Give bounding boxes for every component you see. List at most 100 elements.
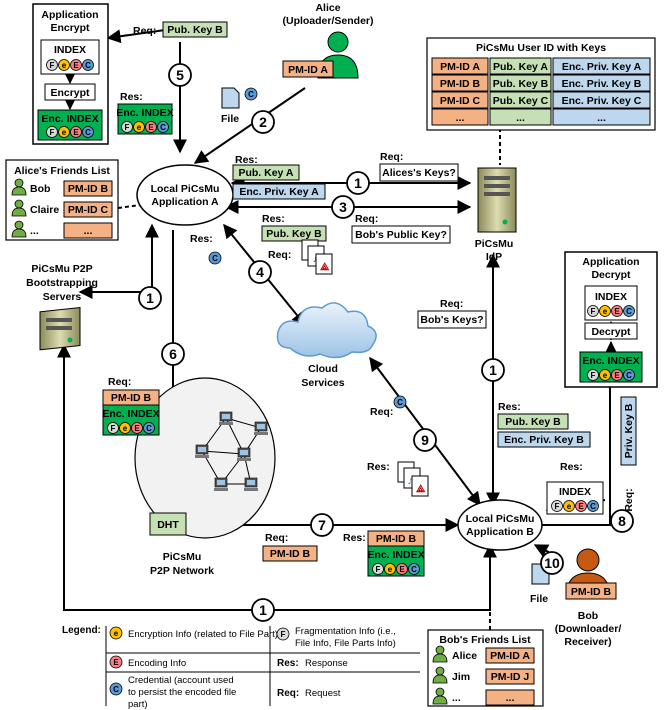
bootstrap-label-3: Servers — [43, 291, 82, 303]
svg-text:F: F — [591, 371, 596, 380]
person-icon — [432, 666, 448, 684]
file-icon-alice — [221, 87, 240, 109]
legend-e-text: Encryption Info (related to File Part) — [128, 629, 278, 640]
alices-keys: Alices's Keys? — [382, 167, 456, 179]
svg-text:2: 2 — [259, 114, 267, 130]
enc-index-5: Enc. INDEX — [116, 107, 173, 119]
app-encrypt-index: INDEX — [54, 44, 86, 56]
credential-icon: C — [143, 422, 155, 434]
idp-server-icon — [477, 167, 517, 233]
legend-c-text-2: to persist the encoded file — [128, 687, 236, 698]
svg-text:E: E — [614, 371, 620, 380]
bootstrap-label-2: Bootstrapping — [26, 277, 98, 289]
alices-keys-box — [379, 163, 459, 182]
pubkey-b-res-box — [497, 413, 569, 430]
user-table-cell: Enc. Priv. Key A — [562, 61, 642, 73]
svg-text:E: E — [614, 307, 620, 316]
fragmentation-info-icon: F — [587, 305, 599, 317]
app-decrypt-index: INDEX — [595, 291, 627, 303]
svg-text:1: 1 — [489, 362, 497, 378]
pmid-b-7-box — [262, 545, 318, 562]
user-table-cell: Enc. Priv. Key B — [562, 78, 642, 90]
credential-icon: C — [109, 682, 123, 696]
user-table-cell: ... — [516, 112, 525, 124]
cloud-services-icon — [276, 302, 377, 359]
fragmentation-info-icon: F — [121, 121, 133, 133]
p2p-computer-nodes — [195, 411, 268, 491]
legend-req-key: Req: — [277, 688, 299, 699]
svg-text:C: C — [626, 371, 632, 380]
credential-icon: C — [82, 126, 94, 138]
credential-icon: C — [587, 500, 599, 512]
bob-role-1: (Downloader/ — [555, 623, 622, 635]
encryption-info-icon: e — [58, 126, 70, 138]
friend-name: ... — [452, 692, 461, 704]
enc-priv-key-a-1: Enc. Priv. Key A — [239, 186, 319, 198]
fragmentation-info-icon: F — [587, 369, 599, 381]
encryption-info-icon: e — [599, 305, 611, 317]
svg-text:e: e — [567, 502, 572, 511]
svg-text:F: F — [281, 630, 286, 639]
friend-pmid: PM-ID J — [491, 671, 530, 683]
local-app-a-line2: Application A — [151, 196, 219, 208]
req-label-9: Req: — [370, 406, 393, 418]
pubkey-b-res: Pub. Key B — [505, 416, 561, 428]
req-label-3: Req: — [355, 213, 378, 225]
legend-c-text-3: part) — [128, 699, 148, 710]
svg-text:C: C — [626, 307, 632, 316]
user-table-cell: PM-ID B — [440, 78, 481, 90]
p2p-label-2: P2P Network — [150, 565, 214, 577]
bobs-keys: Bob's Keys? — [420, 314, 483, 326]
arrow-5-req — [106, 29, 166, 44]
person-icon — [11, 178, 27, 196]
encoding-info-icon: E — [109, 655, 123, 669]
svg-text:C: C — [212, 254, 218, 263]
pmid-b-7-res: PM-ID B — [376, 533, 417, 545]
friend-pmid: PM-ID C — [68, 204, 109, 216]
res-label-1a: Res: — [235, 154, 258, 166]
user-table-cell: PM-ID A — [440, 61, 480, 73]
computer-icon — [244, 477, 258, 491]
user-table-cell: Pub. Key A — [493, 61, 548, 73]
friend-pmid: PM-ID B — [68, 183, 109, 195]
svg-text:⟁: ⟁ — [416, 483, 426, 495]
file-label-bob: File — [530, 593, 548, 605]
svg-text:5: 5 — [176, 67, 184, 83]
pmid-b-6: PM-ID B — [111, 392, 152, 404]
friend-name: Bob — [30, 183, 50, 195]
svg-text:e: e — [603, 307, 608, 316]
svg-text:e: e — [62, 61, 67, 70]
res-label-5: Res: — [120, 91, 143, 103]
req-label-7: Req: — [265, 532, 288, 544]
cloud-label-2: Services — [301, 377, 344, 389]
bob-pmid: PM-ID B — [571, 586, 612, 598]
bob-friends-title: Bob's Friends List — [439, 634, 531, 646]
step-1-circle: 1 — [138, 286, 162, 310]
pubkey-a-1: Pub. Key A — [238, 167, 293, 179]
svg-text:E: E — [73, 61, 79, 70]
credential-icon: C — [623, 369, 635, 381]
alice-pmid: PM-ID A — [288, 64, 328, 76]
credential-icon: C — [623, 305, 635, 317]
local-app-b — [457, 499, 543, 551]
step-2-circle: 2 — [251, 110, 275, 134]
svg-text:E: E — [134, 424, 140, 433]
audio-file-icons-4: ♫ ⟁ — [301, 239, 333, 275]
step-1-circle: 1 — [481, 358, 505, 382]
res-label-bob-keys: Res: — [498, 401, 521, 413]
res-label-9: Res: — [367, 461, 390, 473]
svg-text:e: e — [62, 128, 67, 137]
svg-text:F: F — [376, 565, 381, 574]
person-icon — [11, 199, 27, 217]
encryption-info-icon: e — [563, 500, 575, 512]
svg-text:C: C — [113, 685, 119, 694]
cloud-label-1: Cloud — [308, 363, 338, 375]
svg-text:C: C — [85, 61, 91, 70]
bootstrap-server-icon — [39, 307, 81, 351]
